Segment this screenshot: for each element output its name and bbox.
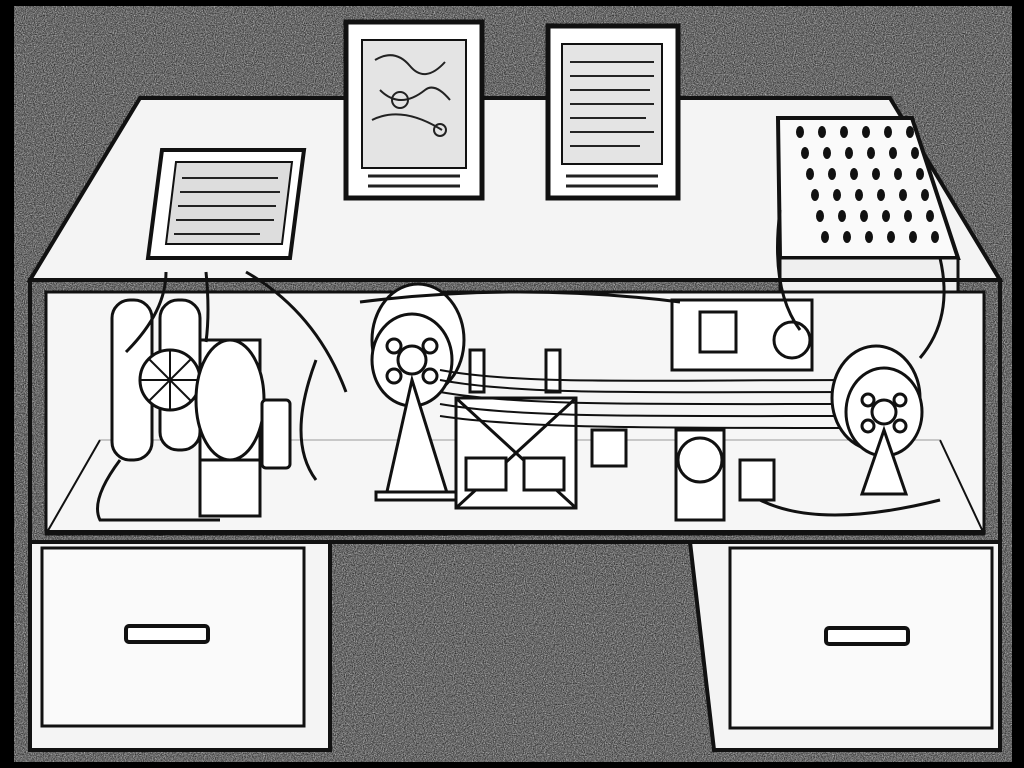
panel-key xyxy=(865,231,873,243)
panel-key xyxy=(811,189,819,201)
panel-key xyxy=(806,168,814,180)
panel-key xyxy=(911,147,919,159)
panel-key xyxy=(887,231,895,243)
gas-tank-icon xyxy=(96,298,292,522)
panel-key xyxy=(816,210,824,222)
cables xyxy=(124,209,946,517)
panel-key xyxy=(867,147,875,159)
panel-key xyxy=(821,231,829,243)
panel-key xyxy=(862,126,870,138)
panel-key xyxy=(894,168,902,180)
panel-key xyxy=(884,126,892,138)
panel-key xyxy=(877,189,885,201)
left-pedestal xyxy=(28,540,344,752)
panel-key xyxy=(882,210,890,222)
document-screen-icon xyxy=(343,19,485,201)
panel-key xyxy=(823,147,831,159)
panel-key xyxy=(916,168,924,180)
right-drawer-handle[interactable] xyxy=(824,626,910,646)
film-reel-icon xyxy=(830,344,924,496)
panel-key xyxy=(931,231,939,243)
left-drawer-handle[interactable] xyxy=(124,624,210,644)
panel-key xyxy=(860,210,868,222)
panel-key xyxy=(801,147,809,159)
panel-key xyxy=(845,147,853,159)
desk-body xyxy=(28,278,1002,544)
panel-key xyxy=(899,189,907,201)
panel-key xyxy=(796,126,804,138)
panel-key xyxy=(818,126,826,138)
film-strip xyxy=(439,369,861,429)
panel-key xyxy=(909,231,917,243)
right-pedestal xyxy=(687,540,1002,752)
panel-key xyxy=(872,168,880,180)
document-screen-icon xyxy=(145,148,307,260)
panel-key xyxy=(838,210,846,222)
panel-key xyxy=(904,210,912,222)
panel-key xyxy=(926,210,934,222)
document-screen-icon xyxy=(545,23,681,201)
panel-key xyxy=(850,168,858,180)
panel-key xyxy=(833,189,841,201)
panel-key xyxy=(855,189,863,201)
motor-icon xyxy=(454,298,814,522)
film-reel-icon xyxy=(370,282,466,502)
panel-key xyxy=(840,126,848,138)
panel-key xyxy=(828,168,836,180)
panel-key xyxy=(921,189,929,201)
panel-key xyxy=(906,126,914,138)
panel-key xyxy=(889,147,897,159)
panel-key xyxy=(843,231,851,243)
